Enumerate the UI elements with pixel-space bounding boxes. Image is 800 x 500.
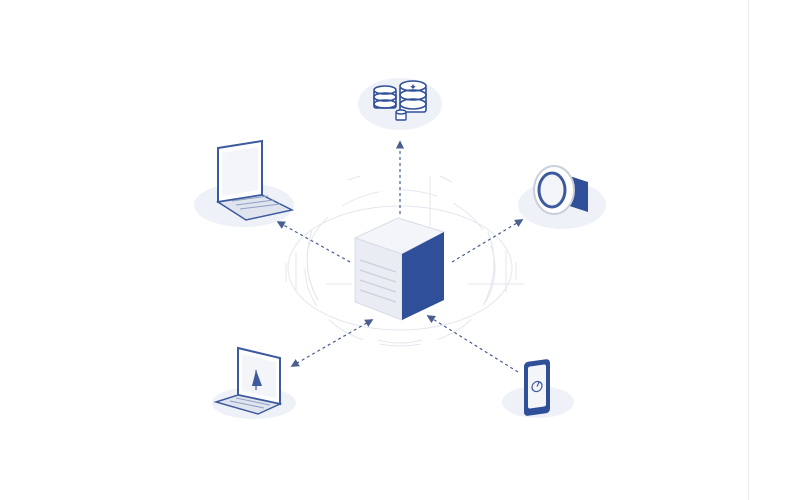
connector-to-ring	[451, 219, 524, 263]
svg-text:✦: ✦	[409, 83, 417, 93]
connector-from-phone	[426, 315, 519, 373]
connectors	[276, 140, 524, 373]
connector-to-laptop-top	[276, 221, 351, 263]
connector-to-laptop-bottom	[290, 319, 374, 367]
laptop-sail-icon	[212, 346, 296, 419]
smartphone-icon	[502, 359, 574, 418]
coin-stacks-icon: ✦	[358, 78, 442, 130]
laptop-icon	[194, 139, 295, 227]
server-cube-icon	[353, 217, 446, 321]
right-divider	[748, 0, 749, 500]
ring-device-icon	[518, 165, 606, 229]
